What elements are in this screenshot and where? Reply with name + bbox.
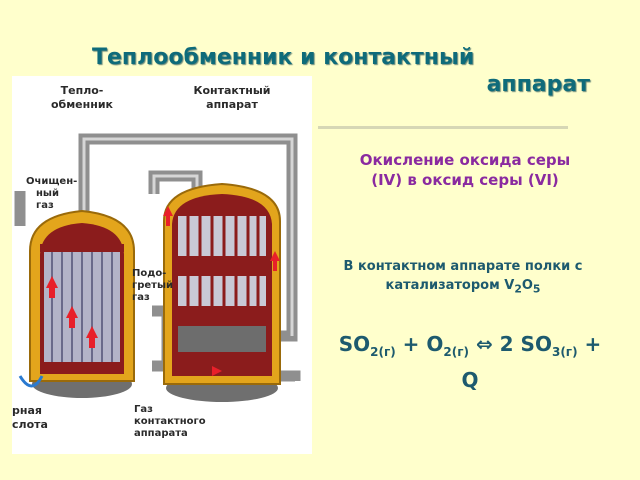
- apparatus-diagram: Тепло- обменник Контактный аппарат Очище…: [12, 76, 312, 454]
- diagram-labels: Тепло- обменник Контактный аппарат Очище…: [12, 84, 271, 439]
- equilibrium-arrow-icon: ⇔: [468, 332, 500, 356]
- label-acid: рная: [12, 404, 42, 417]
- label-contact-apparatus: аппарат: [206, 98, 258, 111]
- note-sub-2: 5: [532, 282, 541, 296]
- label-heat-exchanger: Тепло-: [61, 84, 104, 97]
- label-purified-gas: ный: [36, 188, 59, 199]
- eq-sub: 2(г): [443, 345, 469, 359]
- label-heated-gas: гретый: [132, 280, 173, 291]
- equation-line-2: Q: [461, 368, 479, 392]
- label-heat-exchanger: обменник: [51, 98, 114, 111]
- equation-line-1: SO2(г) + O2(г) ⇔ 2 SO3(г) +: [300, 330, 640, 366]
- note-sub-1: 2: [514, 282, 522, 296]
- eq-part: +: [577, 332, 602, 356]
- eq-sub: 3(г): [551, 345, 578, 359]
- note-prefix: катализатором V: [385, 278, 515, 293]
- label-heated-gas: газ: [132, 292, 150, 303]
- eq-sub: 2(г): [370, 345, 396, 359]
- subtitle-line-1: Окисление оксида серы: [359, 151, 571, 169]
- note-line-2: катализатором V2O5: [304, 276, 622, 299]
- label-contact-gas: Газ: [134, 404, 153, 415]
- label-purified-gas: Очищен-: [26, 176, 77, 187]
- label-contact-gas: аппарата: [134, 428, 188, 439]
- label-contact-gas: контактного: [134, 416, 206, 427]
- eq-part: 2 SO: [499, 332, 552, 356]
- title-line-2: аппарат: [486, 72, 590, 97]
- note-line-1: В контактном аппарате полки с: [343, 259, 583, 274]
- contact-apparatus: [163, 182, 281, 402]
- eq-part: SO: [338, 332, 371, 356]
- label-heated-gas: Подо-: [132, 268, 166, 279]
- acid-flow-arrow-icon: [18, 375, 44, 388]
- divider: [318, 126, 568, 129]
- flow-arrow-icon: [46, 276, 98, 348]
- subtitle: Окисление оксида серы (IV) в оксид серы …: [330, 150, 600, 190]
- catalyst-shelves: [178, 216, 266, 352]
- note-mid: O: [521, 278, 533, 293]
- eq-part: + O: [395, 332, 444, 356]
- catalyst-note: В контактном аппарате полки с катализато…: [304, 257, 622, 299]
- reaction-equation: SO2(г) + O2(г) ⇔ 2 SO3(г) + Q: [300, 330, 640, 394]
- label-acid: слота: [12, 418, 48, 431]
- title-line-1: Теплообменник и контактный: [92, 45, 475, 70]
- label-contact-apparatus: Контактный: [193, 84, 270, 97]
- label-purified-gas: газ: [36, 200, 54, 211]
- subtitle-line-2: (IV) в оксид серы (VI): [371, 171, 559, 189]
- heat-exchanger: [29, 209, 135, 398]
- slide-title: Теплообменник и контактный аппарат: [60, 44, 590, 98]
